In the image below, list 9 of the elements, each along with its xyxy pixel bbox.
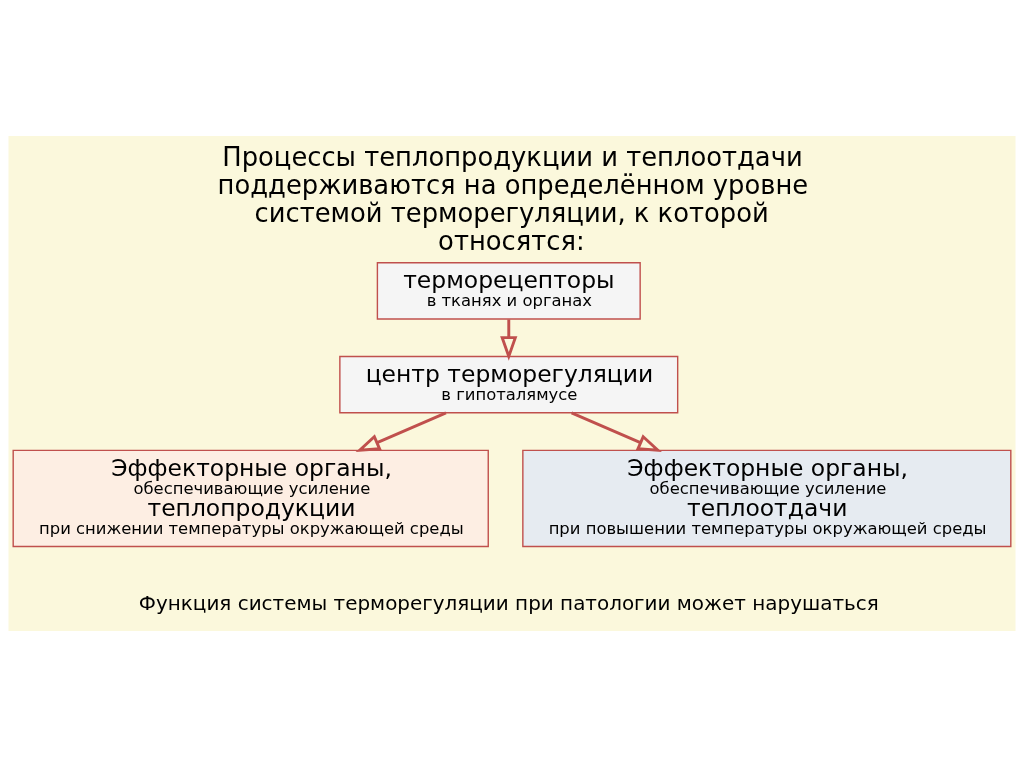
node-box: терморецепторы в тканях и органах bbox=[376, 261, 641, 320]
node-box: центр терморегуляции в гипоталямусе bbox=[339, 355, 679, 414]
arrow bbox=[355, 411, 447, 452]
arrow bbox=[571, 411, 662, 452]
label: Функция системы терморегуляции при патологии может нарушаться bbox=[138, 591, 879, 615]
diagram-title: Процессы теплопродукции и теплоотдачи поддерживаются на определённом уровне системой терморегуляции, к которой относятся: bbox=[217, 142, 809, 257]
arrow bbox=[500, 319, 518, 361]
node-box: Эффекторные органы, обеспечивающие усиление теплоотдачи при повышении температуры окружающей среды bbox=[522, 449, 1012, 548]
node-box: Эффекторные органы, обеспечивающие усиление теплопродукции при снижении температуры окружающей среды bbox=[12, 449, 489, 548]
